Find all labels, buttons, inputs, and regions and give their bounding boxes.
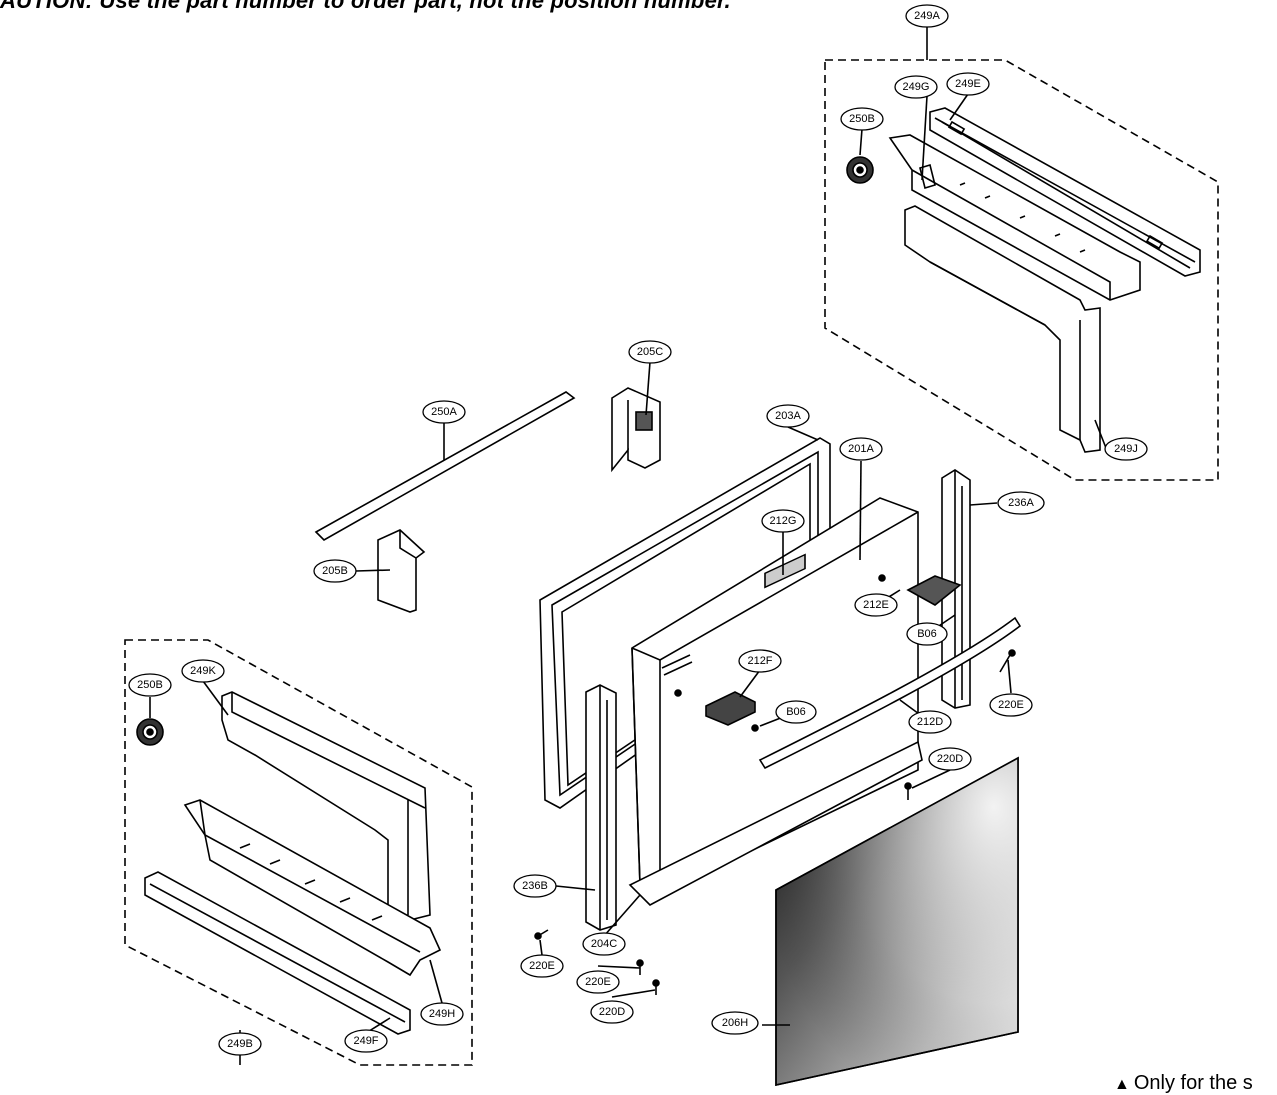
part-250A-strip	[314, 391, 576, 541]
label-220E-right-text: 220E	[998, 699, 1024, 711]
label-249J-text: 249J	[1114, 443, 1138, 455]
label-249E	[946, 72, 990, 96]
label-249F-text: 249F	[353, 1035, 378, 1047]
label-205C-text: 205C	[637, 346, 663, 358]
label-250B-top	[840, 107, 884, 131]
part-212E-block	[906, 575, 962, 606]
screw-220D-right	[904, 782, 912, 800]
label-220E-bottom-text: 220E	[585, 976, 611, 988]
label-249E-text: 249E	[955, 78, 981, 90]
label-249B-text: 249B	[227, 1038, 253, 1050]
footnote-text: Only for the s	[1133, 1072, 1253, 1094]
part-212F-block	[705, 691, 756, 726]
label-201A-text: 201A	[848, 443, 874, 455]
label-250B-top-text: 250B	[849, 113, 875, 125]
label-204C-text: 204C	[591, 938, 617, 950]
callouts	[128, 4, 1148, 1056]
label-220E-left	[520, 954, 564, 978]
part-249G-bracket	[888, 134, 1141, 301]
triangle-marker-icon: ▲	[1114, 1076, 1130, 1093]
label-220D-right	[928, 747, 972, 771]
screw-220E-bottom	[636, 959, 644, 975]
label-236A-text: 236A	[1008, 497, 1034, 509]
footnote: ▲Only for the s	[1114, 1072, 1253, 1095]
label-249H-text: 249H	[429, 1008, 455, 1020]
label-249A	[905, 4, 949, 28]
screw-220D-bottom	[652, 979, 660, 995]
part-204C-base	[628, 740, 923, 906]
label-212E-text: 212E	[863, 599, 889, 611]
screw-B06-mid	[751, 724, 759, 732]
label-249G-text: 249G	[903, 81, 930, 93]
label-249K-text: 249K	[190, 665, 216, 677]
label-B06-right	[906, 622, 948, 646]
label-B06-mid	[775, 700, 817, 724]
label-236B	[513, 874, 557, 898]
label-205B	[313, 559, 357, 583]
label-249B	[218, 1032, 262, 1056]
label-236B-text: 236B	[522, 880, 548, 892]
screw-220E-left	[534, 929, 549, 940]
label-212G	[761, 509, 805, 533]
label-250B-left	[128, 673, 172, 697]
label-220D-bottom	[590, 1000, 634, 1024]
label-203A	[766, 404, 810, 428]
screw-212F	[674, 689, 682, 697]
label-201A	[839, 437, 883, 461]
label-220E-right	[989, 693, 1033, 717]
label-212F-text: 212F	[747, 655, 772, 667]
label-249K	[181, 659, 225, 683]
label-220E-left-text: 220E	[529, 960, 555, 972]
label-250B-left-text: 250B	[137, 679, 163, 691]
label-236A	[997, 491, 1045, 515]
label-249A-text: 249A	[914, 10, 940, 22]
label-212E	[854, 593, 898, 617]
label-249J	[1104, 437, 1148, 461]
gear-250B-top	[846, 156, 874, 184]
label-249F	[344, 1029, 388, 1053]
label-220E-bottom	[576, 970, 620, 994]
label-204C	[582, 932, 626, 956]
label-250A	[422, 400, 466, 424]
screw-220E-right	[999, 649, 1016, 673]
label-212F	[738, 649, 782, 673]
gear-250B-left	[136, 718, 164, 746]
label-B06-right-text: B06	[917, 628, 937, 640]
label-203A-text: 203A	[775, 410, 801, 422]
caution-heading: AUTION: Use the part number to order par…	[0, 0, 731, 13]
group-249A-boundary	[824, 59, 1219, 481]
label-250A-text: 250A	[431, 406, 457, 418]
label-205B-text: 205B	[322, 565, 348, 577]
label-249H	[420, 1002, 464, 1026]
part-236B-column	[585, 684, 617, 931]
label-212G-text: 212G	[770, 515, 797, 527]
part-205B-bracket	[377, 529, 426, 613]
part-212D-bar	[758, 616, 1022, 770]
group-249B-boundary	[124, 639, 473, 1066]
label-B06-mid-text: B06	[786, 706, 806, 718]
part-249K-bracket	[221, 691, 431, 921]
label-220D-bottom-text: 220D	[599, 1006, 625, 1018]
label-212D-text: 212D	[917, 716, 943, 728]
label-206H-text: 206H	[722, 1017, 748, 1029]
label-220D-right-text: 220D	[937, 753, 963, 765]
label-249G	[894, 75, 938, 99]
label-212D	[908, 710, 952, 734]
screw-212E	[878, 574, 886, 582]
label-205C	[628, 340, 672, 364]
label-206H	[711, 1011, 759, 1035]
